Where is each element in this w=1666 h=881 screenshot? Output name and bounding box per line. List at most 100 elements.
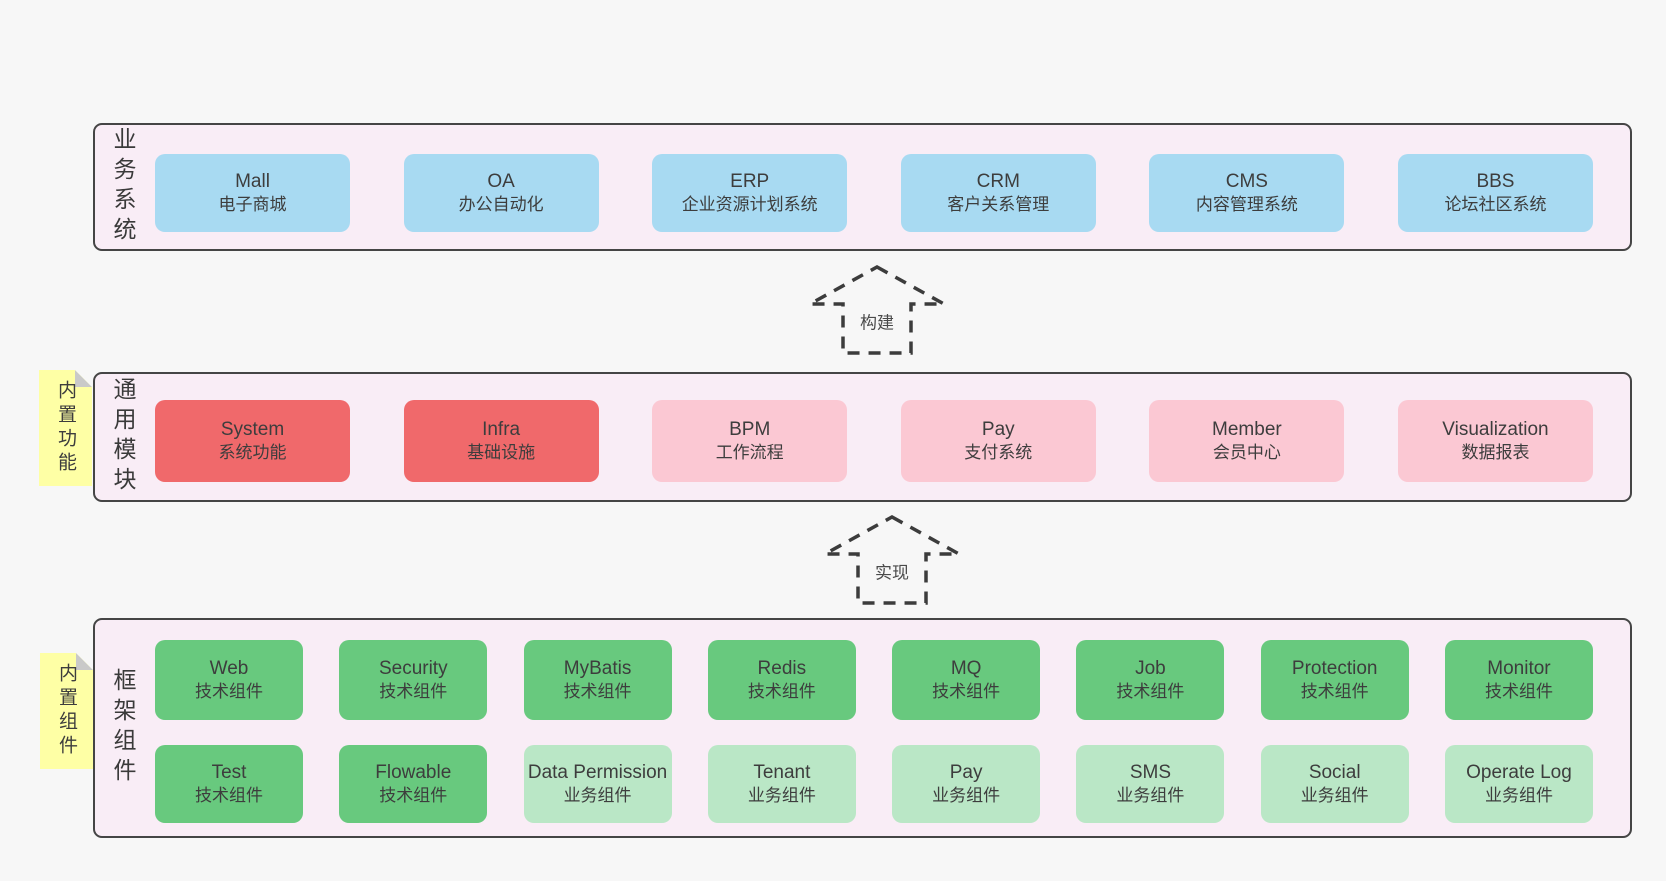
box-title: CRM (976, 170, 1020, 192)
box-subtitle: 论坛社区系统 (1444, 195, 1547, 215)
box-oa: OA 办公自动化 (403, 154, 599, 232)
box-title: Redis (757, 657, 807, 679)
sticky-note-built-in-features: 内置功能 (39, 370, 92, 486)
box-cms: CMS 内容管理系统 (1149, 154, 1345, 232)
box-redis: Redis 技术组件 (707, 640, 856, 720)
box-subtitle: 数据报表 (1461, 443, 1530, 463)
box-title: System (220, 418, 285, 440)
arrow-label-build: 构建 (857, 307, 897, 335)
box-title: BPM (729, 418, 771, 440)
box-title: Tenant (753, 761, 811, 783)
layer-business-systems: 业务系统 Mall 电子商城 OA 办公自动化 ERP 企业资源计划系统 CRM… (93, 123, 1632, 251)
box-title: Data Permission (527, 761, 668, 783)
box-subtitle: 技术组件 (563, 682, 632, 702)
box-mq: MQ 技术组件 (892, 640, 1041, 720)
box-bbs: BBS 论坛社区系统 (1397, 154, 1593, 232)
box-mall: Mall 电子商城 (155, 154, 350, 232)
box-title: Flowable (375, 761, 452, 783)
box-social: Social 业务组件 (1260, 745, 1409, 823)
box-subtitle: 技术组件 (379, 786, 448, 806)
box-subtitle: 工作流程 (715, 443, 784, 463)
note-text: 内置功能 (55, 380, 76, 476)
box-title: Pay (949, 761, 983, 783)
box-subtitle: 技术组件 (1300, 682, 1369, 702)
framework-box-row-2: Test 技术组件 Flowable 技术组件 Data Permission … (155, 745, 1593, 823)
note-text: 内置组件 (56, 663, 77, 759)
box-subtitle: 企业资源计划系统 (681, 195, 818, 215)
box-title: Protection (1291, 657, 1378, 679)
business-box-row: Mall 电子商城 OA 办公自动化 ERP 企业资源计划系统 CRM 客户关系… (155, 154, 1593, 232)
box-title: MQ (950, 657, 982, 679)
box-pay-system: Pay 支付系统 (900, 400, 1096, 482)
box-flowable: Flowable 技术组件 (339, 745, 488, 823)
box-job: Job 技术组件 (1076, 640, 1225, 720)
box-title: Job (1135, 657, 1166, 679)
box-title: Pay (981, 418, 1015, 440)
box-subtitle: 业务组件 (1116, 786, 1185, 806)
box-title: Monitor (1487, 657, 1551, 679)
box-subtitle: 会员中心 (1212, 443, 1281, 463)
box-member: Member 会员中心 (1149, 400, 1345, 482)
box-subtitle: 业务组件 (563, 786, 632, 806)
box-title: SMS (1129, 761, 1171, 783)
layer-label-common-modules: 通用模块 (110, 377, 136, 497)
box-bpm: BPM 工作流程 (652, 400, 848, 482)
arrow-label-implement: 实现 (872, 557, 912, 585)
box-crm: CRM 客户关系管理 (900, 154, 1096, 232)
up-arrow-icon (824, 515, 960, 605)
note-fold-corner (75, 370, 92, 387)
box-web: Web 技术组件 (155, 640, 303, 720)
box-subtitle: 技术组件 (195, 682, 263, 702)
box-title: Web (209, 657, 249, 679)
box-title: Infra (482, 418, 521, 440)
box-erp: ERP 企业资源计划系统 (652, 154, 848, 232)
layer-label-framework-components: 框架组件 (110, 668, 136, 788)
box-title: Social (1308, 761, 1361, 783)
box-pay-component: Pay 业务组件 (892, 745, 1041, 823)
box-title: BBS (1476, 170, 1515, 192)
box-mybatis: MyBatis 技术组件 (523, 640, 672, 720)
box-visualization: Visualization 数据报表 (1397, 400, 1593, 482)
dashed-up-arrow-build: 构建 (807, 264, 947, 356)
box-infra: Infra 基础设施 (403, 400, 599, 482)
box-title: ERP (730, 170, 770, 192)
box-protection: Protection 技术组件 (1260, 640, 1409, 720)
layer-common-modules: 通用模块 System 系统功能 Infra 基础设施 BPM 工作流程 Pay… (93, 372, 1632, 502)
box-subtitle: 技术组件 (1116, 682, 1185, 702)
box-data-permission: Data Permission 业务组件 (523, 745, 672, 823)
box-system: System 系统功能 (155, 400, 350, 482)
box-subtitle: 业务组件 (747, 786, 816, 806)
box-subtitle: 业务组件 (1300, 786, 1369, 806)
box-title: OA (487, 170, 515, 192)
box-subtitle: 技术组件 (747, 682, 816, 702)
box-subtitle: 基础设施 (467, 443, 536, 463)
box-security: Security 技术组件 (339, 640, 488, 720)
box-subtitle: 技术组件 (379, 682, 448, 702)
box-subtitle: 支付系统 (964, 443, 1033, 463)
box-title: MyBatis (563, 657, 632, 679)
box-subtitle: 技术组件 (195, 786, 263, 806)
box-subtitle: 业务组件 (1484, 786, 1553, 806)
box-sms: SMS 业务组件 (1076, 745, 1225, 823)
box-tenant: Tenant 业务组件 (707, 745, 856, 823)
box-subtitle: 技术组件 (1484, 682, 1553, 702)
sticky-note-built-in-components: 内置组件 (40, 653, 93, 769)
box-title: Test (211, 761, 247, 783)
box-title: Security (378, 657, 448, 679)
box-subtitle: 内容管理系统 (1195, 195, 1298, 215)
box-subtitle: 系统功能 (218, 443, 287, 463)
dashed-up-arrow-implement: 实现 (822, 514, 962, 606)
box-subtitle: 电子商城 (218, 195, 287, 215)
up-arrow-icon (809, 265, 945, 355)
box-title: Operate Log (1466, 761, 1572, 783)
box-title: Visualization (1442, 418, 1549, 440)
layer-label-business-systems: 业务系统 (110, 127, 136, 247)
box-subtitle: 业务组件 (932, 786, 1001, 806)
box-subtitle: 客户关系管理 (947, 195, 1050, 215)
box-title: CMS (1225, 170, 1268, 192)
box-test: Test 技术组件 (155, 745, 303, 823)
box-subtitle: 技术组件 (932, 682, 1001, 702)
layer-framework-components: 框架组件 Web 技术组件 Security 技术组件 MyBatis 技术组件… (93, 618, 1632, 838)
box-operate-log: Operate Log 业务组件 (1444, 745, 1593, 823)
note-fold-corner (76, 653, 93, 670)
